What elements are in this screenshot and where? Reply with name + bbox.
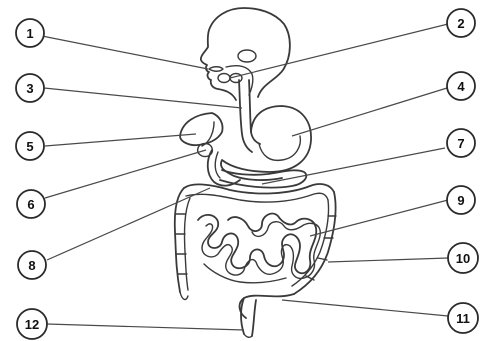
- label-text-7: 7: [457, 136, 464, 151]
- label-badge-5: 5: [16, 132, 44, 160]
- label-text-11: 11: [456, 311, 470, 326]
- sigmoid-colon: [240, 294, 294, 318]
- label-text-4: 4: [457, 79, 465, 94]
- label-badge-1: 1: [16, 19, 44, 47]
- leader-line-12: [47, 324, 244, 330]
- head-outline: [201, 8, 290, 100]
- label-badge-4: 4: [447, 72, 475, 100]
- anus: [244, 334, 252, 337]
- transverse-colon: [184, 184, 334, 193]
- label-text-12: 12: [25, 317, 39, 332]
- label-text-1: 1: [26, 26, 33, 41]
- label-badge-9: 9: [447, 186, 475, 214]
- label-text-2: 2: [457, 16, 464, 31]
- label-badge-2: 2: [447, 9, 475, 37]
- label-badge-12: 12: [17, 309, 47, 339]
- label-text-8: 8: [28, 258, 35, 273]
- label-badge-6: 6: [17, 190, 45, 218]
- leader-line-11: [282, 300, 448, 316]
- label-text-6: 6: [27, 197, 34, 212]
- duodenum-inner: [215, 152, 220, 178]
- leader-line-7: [262, 148, 445, 184]
- leader-line-9: [310, 200, 448, 236]
- label-badge-8: 8: [18, 251, 46, 279]
- appendix: [180, 292, 188, 299]
- label-text-9: 9: [457, 193, 464, 208]
- stomach-outline: [221, 106, 311, 180]
- label-badge-3: 3: [16, 74, 44, 102]
- label-text-10: 10: [456, 251, 470, 266]
- transverse-colon-inner: [186, 193, 328, 202]
- leader-line-1: [42, 36, 208, 69]
- label-badge-11: 11: [448, 303, 478, 333]
- stomach-inner: [259, 136, 300, 160]
- leader-line-3: [44, 88, 242, 108]
- label-text-5: 5: [26, 139, 33, 154]
- nasal-cavity: [238, 50, 256, 62]
- leader-lines: [42, 24, 448, 330]
- ascending-colon-inner: [185, 198, 190, 290]
- leader-line-2: [230, 24, 448, 78]
- leader-line-5: [45, 134, 196, 146]
- mouth-shape: [209, 67, 223, 72]
- label-text-3: 3: [26, 81, 33, 96]
- descending-colon-inner: [292, 200, 329, 286]
- leader-line-4: [292, 88, 447, 136]
- liver-outline: [180, 113, 223, 145]
- leader-line-10: [328, 258, 448, 262]
- label-badge-7: 7: [447, 129, 475, 157]
- label-badge-10: 10: [448, 243, 478, 273]
- salivary-gland-left: [218, 74, 230, 83]
